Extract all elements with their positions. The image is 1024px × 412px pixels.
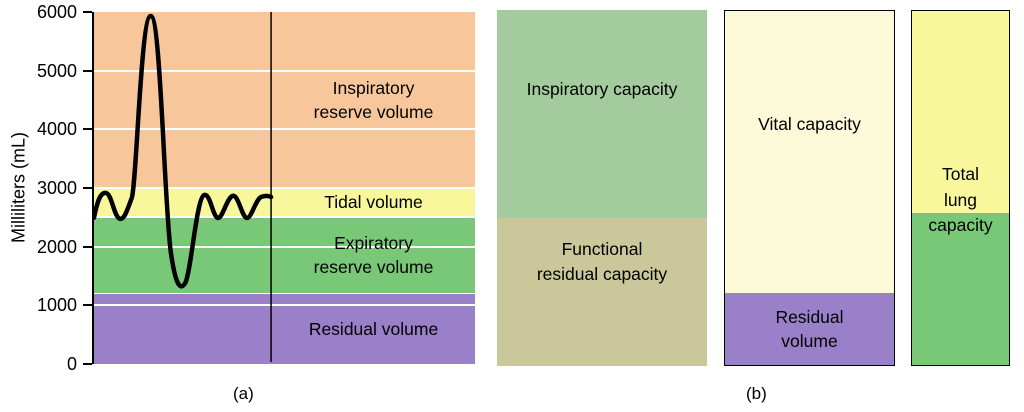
segment-vital-capacity: Vital capacity xyxy=(725,11,894,294)
gridline-4000 xyxy=(94,128,475,131)
gridline-band-boundary-2500 xyxy=(94,216,475,218)
segment-residual-volume: Residual volume xyxy=(725,293,894,365)
segment-label: Inspiratory capacity xyxy=(526,78,678,99)
y-tick-mark xyxy=(83,128,92,131)
y-tick-label: 2000 xyxy=(36,236,77,257)
caption-b: (b) xyxy=(746,384,767,403)
y-tick-label: 4000 xyxy=(36,119,77,140)
band-expiratory-reserve-volume: Expiratory reserve volume xyxy=(94,217,475,294)
y-tick-mark xyxy=(83,363,92,365)
y-tick-label: 1000 xyxy=(36,295,77,316)
bar-total-lung-capacity: Total lung capacity xyxy=(911,10,1010,366)
gridline-5000 xyxy=(94,69,475,72)
y-tick-label: 0 xyxy=(66,354,77,374)
y-tick-mark xyxy=(83,69,92,72)
y-tick-mark xyxy=(83,245,92,248)
y-tick-mark xyxy=(83,304,92,307)
y-tick-label: 5000 xyxy=(36,60,77,81)
segment-total-lung-upper xyxy=(912,11,1009,213)
band-label: Residual volume xyxy=(308,318,439,339)
y-tick-mark xyxy=(83,11,92,13)
segment-inspiratory-capacity: Inspiratory capacity xyxy=(497,10,707,218)
gridline-1000 xyxy=(94,304,475,307)
spirogram-trace xyxy=(94,13,274,289)
spirogram-trace-svg xyxy=(94,12,274,362)
band-label: Tidal volume xyxy=(324,192,423,213)
y-tick-mark xyxy=(83,187,92,189)
y-tick-label: 6000 xyxy=(36,2,77,22)
segment-label: Residual volume xyxy=(775,306,844,352)
segment-label: Functional residual capacity xyxy=(536,239,668,284)
band-label: Inspiratory reserve volume xyxy=(313,77,434,123)
band-residual-volume: Residual volume xyxy=(94,293,475,364)
segment-label: Vital capacity xyxy=(758,114,861,135)
spirogram-plot: Inspiratory reserve volume Tidal volume … xyxy=(92,12,475,364)
band-tidal-volume: Tidal volume xyxy=(94,188,475,218)
y-axis: 6000 5000 4000 3000 2000 1000 0 xyxy=(0,2,92,374)
gridline-3000 xyxy=(94,187,475,189)
gridline-band-boundary-1200 xyxy=(94,292,475,295)
segment-total-lung-lower xyxy=(912,212,1009,365)
gridline-2000 xyxy=(94,245,475,248)
segment-functional-residual-capacity: Functional residual capacity xyxy=(497,217,707,366)
y-tick-label: 3000 xyxy=(36,178,77,198)
bar-inspiratory-and-functional-residual: Inspiratory capacity Functional residual… xyxy=(497,10,707,366)
caption-a: (a) xyxy=(233,384,254,403)
band-label: Expiratory reserve volume xyxy=(313,232,434,278)
total-lung-capacity-label: Total lung capacity xyxy=(928,164,993,236)
bar-vital-capacity-and-residual: Vital capacity Residual volume xyxy=(724,10,895,366)
